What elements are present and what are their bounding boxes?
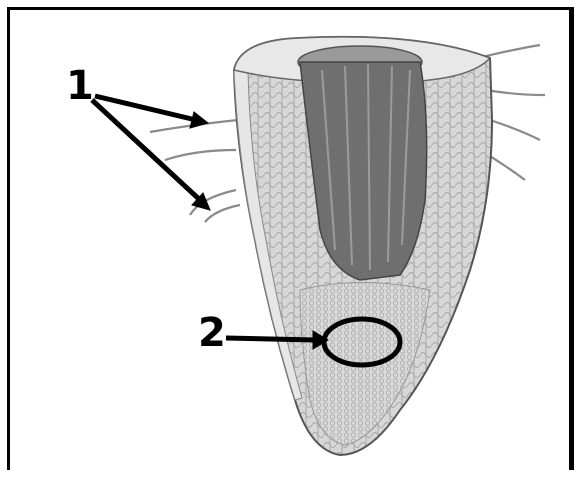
label-1: 1 [66, 63, 94, 109]
label-2: 2 [198, 310, 226, 356]
